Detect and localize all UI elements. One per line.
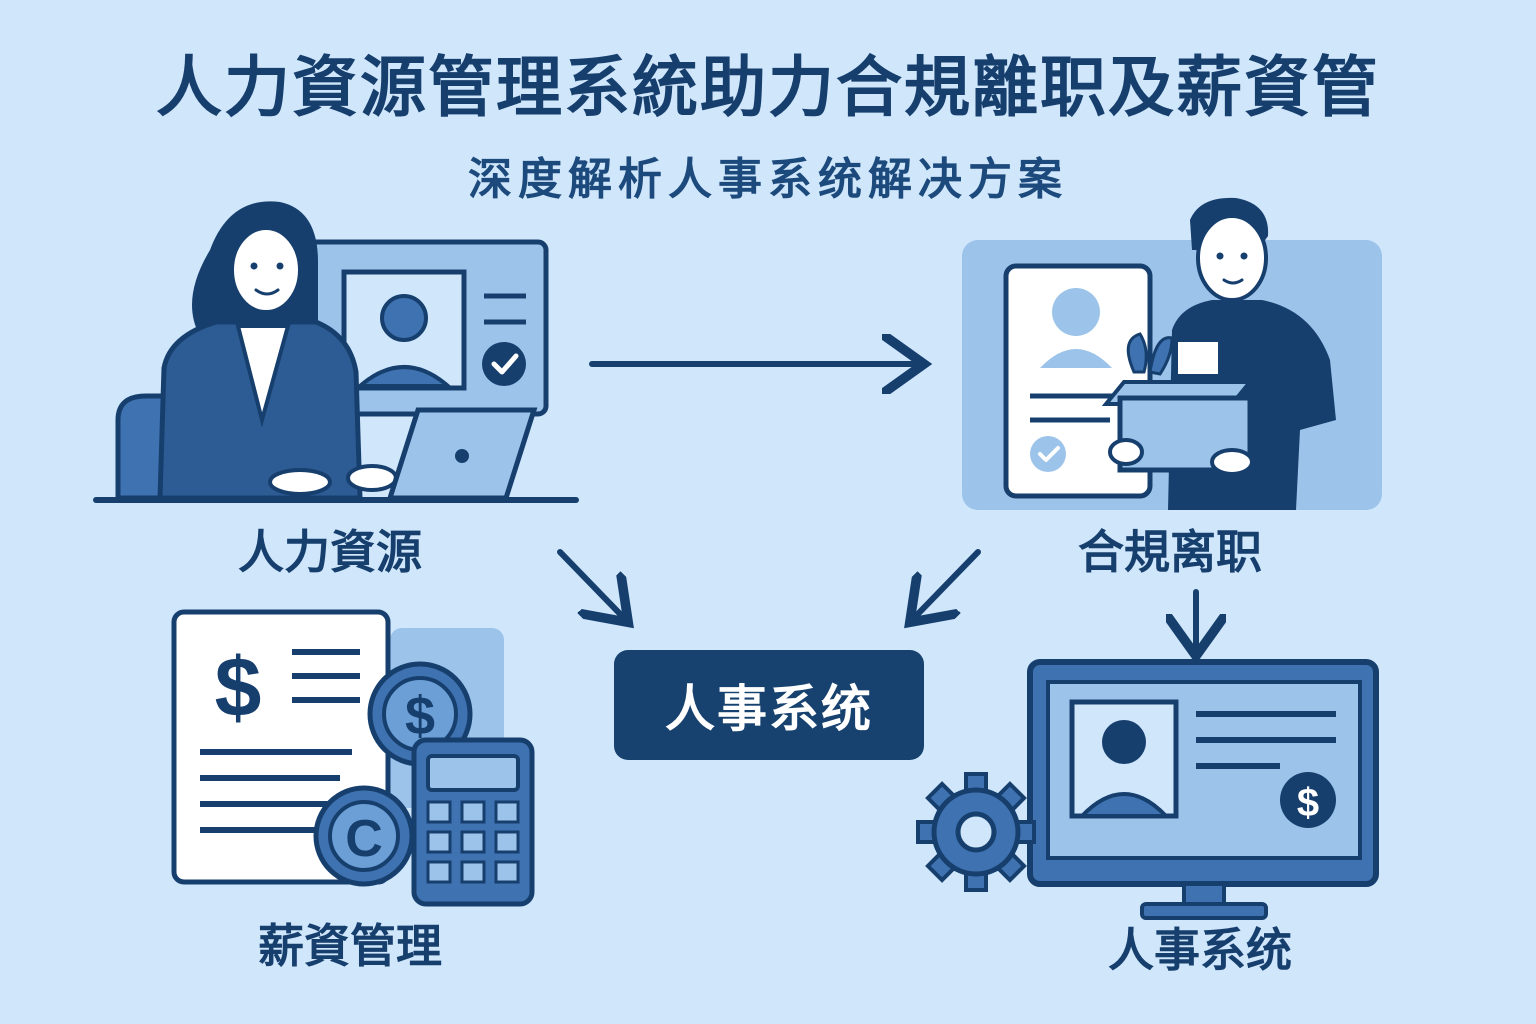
check-icon	[482, 342, 526, 386]
node-label-offboarding: 合規离职	[1078, 525, 1262, 579]
monitor-icon	[1027, 659, 1379, 920]
woman-at-laptop-icon	[93, 201, 579, 503]
employee-with-box-icon	[962, 197, 1382, 510]
cent-coin-icon: C	[313, 785, 415, 887]
arrow-offboarding-to-center	[914, 549, 981, 618]
svg-text:$: $	[405, 686, 435, 746]
svg-text:$: $	[215, 640, 262, 734]
video-call-screen-icon	[297, 239, 549, 417]
node-label-hr-system: 人事系统	[1108, 923, 1292, 977]
check-icon	[1030, 436, 1066, 472]
svg-text:$: $	[1297, 781, 1319, 825]
page-subtitle: 深度解析人事系统解决方案	[468, 154, 1068, 205]
gear-icon	[916, 772, 1036, 892]
dollar-badge-icon: $	[1280, 772, 1336, 828]
node-label-payroll: 薪資管理	[258, 919, 442, 973]
page-title: 人力資源管理系統助力合規離职及薪資管	[156, 49, 1380, 126]
svg-text:C: C	[345, 810, 383, 868]
profile-document-icon	[1003, 263, 1153, 499]
arrow-hr-to-center	[557, 549, 624, 618]
center-node-label: 人事系统	[665, 680, 873, 738]
node-label-hr: 人力資源	[238, 525, 422, 579]
center-node-hr-system: 人事系统	[614, 650, 924, 760]
calculator-icon	[411, 737, 535, 907]
